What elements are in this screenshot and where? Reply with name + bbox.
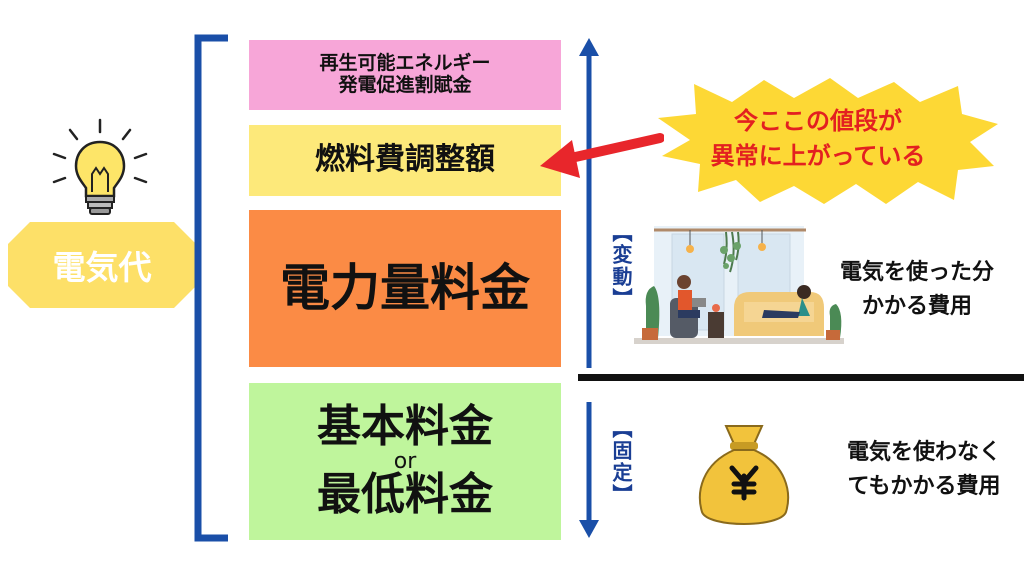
renewable-line-2: 発電促進割賦金 bbox=[338, 74, 472, 96]
left-bracket bbox=[194, 34, 228, 542]
red-arrow bbox=[540, 133, 664, 178]
energy-usage-charge-box: 電力量料金 bbox=[249, 210, 561, 367]
money-bag-icon bbox=[698, 425, 790, 525]
basic-line-2: 最低料金 bbox=[317, 469, 493, 521]
callout-line-1: 今ここの値段が bbox=[734, 107, 902, 135]
fixed-range-arrow bbox=[579, 402, 599, 538]
basic-charge-box: 基本料金 or 最低料金 bbox=[249, 383, 561, 540]
label-badge bbox=[8, 222, 196, 308]
callout-text: 今ここの値段が 異常に上がっている bbox=[693, 104, 943, 174]
basic-line-1: 基本料金 bbox=[317, 401, 493, 453]
variable-desc-line-1: 電気を使った分 bbox=[839, 260, 994, 285]
variable-range-arrow bbox=[579, 38, 599, 368]
fuel-adjustment-box: 燃料費調整額 bbox=[249, 125, 561, 196]
fixed-label: 【固定】 bbox=[609, 418, 633, 506]
callout-burst bbox=[658, 78, 998, 204]
living-room-illustration bbox=[634, 226, 844, 344]
fixed-desc-line-2: てもかかる費用 bbox=[847, 474, 1001, 500]
lightbulb-icon bbox=[52, 118, 148, 215]
callout-line-2: 異常に上がっている bbox=[710, 141, 926, 170]
divider-line bbox=[578, 374, 1024, 381]
renewable-line-1: 再生可能エネルギー bbox=[319, 52, 491, 75]
basic-or: or bbox=[393, 448, 417, 474]
fixed-desc-line-1: 電気を使わなく bbox=[846, 440, 1001, 465]
electricity-cost-label: 電気代 bbox=[52, 248, 152, 287]
renewable-energy-levy-box: 再生可能エネルギー 発電促進割賦金 bbox=[249, 40, 561, 110]
fixed-description: 電気を使わなく てもかかる費用 bbox=[826, 436, 1022, 504]
variable-label: 【変動】 bbox=[609, 222, 633, 310]
variable-description: 電気を使った分 かかる費用 bbox=[822, 256, 1012, 324]
variable-desc-line-2: かかる費用 bbox=[861, 294, 972, 320]
